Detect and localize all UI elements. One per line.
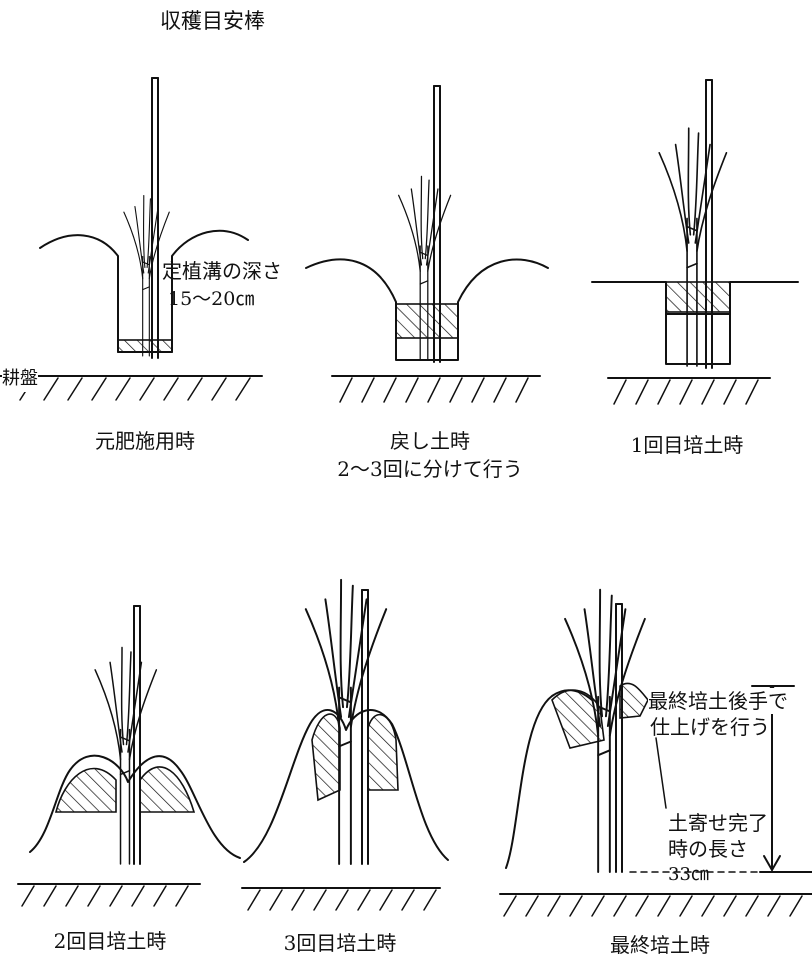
stage4-caption: 2回目培土時 [53,929,167,953]
length-label-line1: 土寄せ完了 [668,811,768,835]
stage1-caption: 元肥施用時 [95,429,195,453]
stage2-note: 2～3回に分けて行う [337,457,523,481]
hardpan-label: 耕盤 [2,366,38,392]
stage3-caption: 1回目培土時 [630,433,744,457]
trench-depth: 15～20㎝ [168,288,255,310]
length-value: 33㎝ [668,864,709,885]
stage5-drawing [241,578,449,911]
finish-note-line2: 仕上げを行う [650,715,770,739]
trench-label: 定植溝の深さ [162,259,282,283]
stage6-drawing [499,588,812,917]
stick-label: 収穫目安棒 [160,9,265,33]
stage4-drawing [17,605,241,907]
stage5-caption: 3回目培土時 [283,931,397,955]
finish-note-line1: 最終培土後手で [648,688,788,714]
stage2-drawing [305,85,549,403]
stage2-caption: 戻し土時 [390,429,470,453]
stage6-caption: 最終培土時 [610,933,710,957]
stage3-drawing [591,79,799,405]
length-label-line2: 時の長さ [668,837,748,861]
stage1-drawing [0,77,263,401]
